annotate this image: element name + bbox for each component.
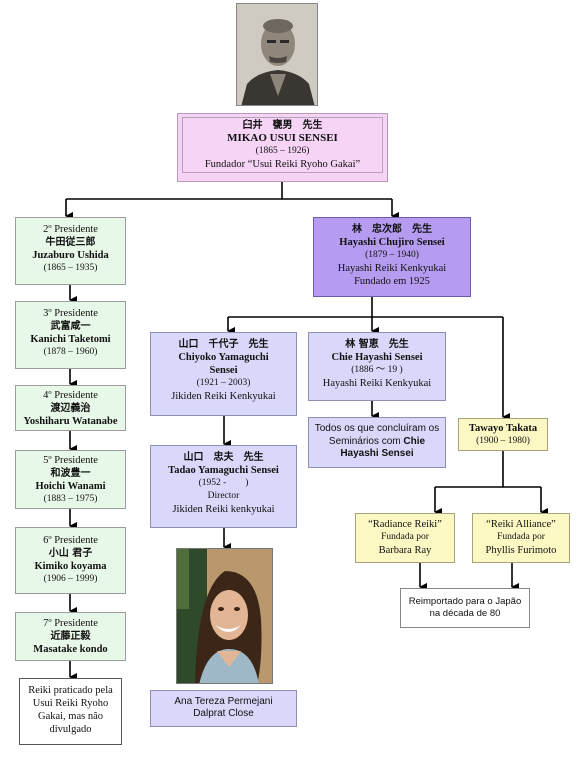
president-6-box: 6º Presidente 小山 君子 Kimiko koyama (1906 … — [15, 527, 126, 594]
president-years: (1865 – 1935) — [43, 263, 98, 273]
hayashi-founded: Fundado em 1925 — [354, 276, 430, 287]
alliance-title: “Reiki Alliance” — [486, 519, 556, 530]
chie-org: Hayashi Reiki Kenkyukai — [322, 378, 432, 389]
tadao-name: Tadao Yamaguchi Sensei — [168, 465, 279, 476]
president-name: Masatake kondo — [33, 644, 108, 655]
president-jp: 小山 君子 — [48, 548, 93, 559]
chiyoko-name-suffix: Sensei — [209, 365, 238, 376]
usui-practice-text: Reiki praticado pela Usui Reiki Ryoho Ga… — [28, 685, 113, 735]
president-jp: 渡辺義治 — [50, 403, 91, 414]
reimport-box: Reimportado para o Japão na década de 80 — [400, 588, 530, 628]
alliance-line1: Fundada por — [497, 532, 545, 542]
tadao-role: Director — [207, 491, 240, 501]
usui-role: Fundador “Usui Reiki Ryoho Gakai” — [204, 159, 361, 170]
hayashi-box: 林 忠次郎 先生 Hayashi Chujiro Sensei (1879 – … — [313, 217, 471, 297]
usui-portrait — [236, 3, 318, 106]
president-7-box: 7º Presidente 近藤正毅 Masatake kondo — [15, 612, 126, 661]
hayashi-org: Hayashi Reiki Kenkyukai — [337, 263, 447, 274]
ana-photo — [176, 548, 273, 684]
president-years: (1878 – 1960) — [43, 347, 98, 357]
usui-years: (1865 – 1926) — [255, 146, 310, 156]
president-title: 2º Presidente — [43, 224, 98, 235]
reimport-line1: Reimportado para o Japão — [408, 596, 522, 607]
ana-caption-box: Ana Tereza Permejani Dalprat Close — [150, 690, 297, 727]
chie-name: Chie Hayashi Sensei — [331, 352, 423, 363]
president-name: Yoshiharu Watanabe — [23, 416, 118, 427]
tadao-box: 山口 忠夫 先生 Tadao Yamaguchi Sensei (1952 - … — [150, 445, 297, 528]
chiyoko-org: Jikiden Reiki Kenkyukai — [171, 391, 276, 402]
chiyoko-name: Chiyoko Yamaguchi — [178, 352, 269, 363]
chie-years: (1886 〜 19 ) — [351, 365, 403, 375]
usui-practice-note: Reiki praticado pela Usui Reiki Ryoho Ga… — [19, 678, 122, 745]
president-3-box: 3º Presidente 武富咸一 Kanichi Taketomi (187… — [15, 301, 126, 369]
president-jp: 近藤正毅 — [50, 631, 91, 642]
president-name: Hoichi Wanami — [35, 481, 106, 492]
seminar-note-bold: Chie Hayashi Sensei — [340, 435, 426, 460]
chie-box: 林 智恵 先生 Chie Hayashi Sensei (1886 〜 19 )… — [308, 332, 446, 401]
chie-jp: 林 智恵 先生 — [345, 339, 409, 350]
president-title: 5º Presidente — [43, 455, 98, 466]
president-name: Juzaburo Ushida — [32, 250, 109, 261]
president-jp: 武富咸一 — [50, 321, 91, 332]
seminar-note-text: Todos os que concluíram os Seminários co… — [314, 423, 440, 447]
chiyoko-years: (1921 – 2003) — [196, 378, 251, 388]
alliance-line2: Phyllis Furimoto — [485, 545, 557, 556]
takata-name: Tawayo Takata — [468, 423, 538, 434]
tadao-jp: 山口 忠夫 先生 — [183, 452, 264, 463]
radiance-title: “Radiance Reiki” — [368, 519, 442, 530]
ana-caption-line1: Ana Tereza Permejani — [174, 696, 273, 707]
reimport-line2: na década de 80 — [429, 608, 501, 619]
president-5-box: 5º Presidente 和波豊一 Hoichi Wanami (1883 –… — [15, 450, 126, 509]
radiance-box: “Radiance Reiki” Fundada por Barbara Ray — [355, 513, 455, 563]
seminar-note-box: Todos os que concluíram os Seminários co… — [308, 417, 446, 468]
president-2-box: 2º Presidente 牛田従三郎 Juzaburo Ushida (186… — [15, 217, 126, 285]
president-title: 4º Presidente — [43, 390, 98, 401]
usui-jp-name: 臼井 甕男 先生 — [242, 120, 323, 131]
hayashi-jp: 林 忠次郎 先生 — [352, 224, 432, 235]
president-name: Kimiko koyama — [34, 561, 107, 572]
usui-name: MIKAO USUI SENSEI — [227, 132, 338, 144]
president-4-box: 4º Presidente 渡辺義治 Yoshiharu Watanabe — [15, 385, 126, 431]
chiyoko-jp: 山口 千代子 先生 — [178, 339, 269, 350]
president-title: 3º Presidente — [43, 308, 98, 319]
usui-root-box: 臼井 甕男 先生 MIKAO USUI SENSEI (1865 – 1926)… — [177, 113, 388, 182]
president-jp: 牛田従三郎 — [45, 237, 96, 248]
tadao-years: (1952 - ) — [198, 478, 249, 488]
radiance-line1: Fundada por — [381, 532, 429, 542]
ana-caption-line2: Dalprat Close — [193, 708, 254, 719]
radiance-line2: Barbara Ray — [378, 545, 432, 556]
hayashi-years: (1879 – 1940) — [365, 250, 419, 260]
tadao-org: Jikiden Reiki kenkyukai — [172, 504, 275, 515]
president-years: (1906 – 1999) — [43, 574, 98, 584]
president-name: Kanichi Taketomi — [30, 334, 111, 345]
president-title: 7º Presidente — [43, 618, 98, 629]
alliance-box: “Reiki Alliance” Fundada por Phyllis Fur… — [472, 513, 570, 563]
president-years: (1883 – 1975) — [43, 494, 98, 504]
chiyoko-box: 山口 千代子 先生 Chiyoko Yamaguchi Sensei (1921… — [150, 332, 297, 416]
president-title: 6º Presidente — [43, 535, 98, 546]
hayashi-name: Hayashi Chujiro Sensei — [339, 237, 445, 248]
takata-box: Tawayo Takata (1900 – 1980) — [458, 418, 548, 451]
takata-years: (1900 – 1980) — [476, 436, 530, 446]
president-jp: 和波豊一 — [50, 468, 91, 479]
